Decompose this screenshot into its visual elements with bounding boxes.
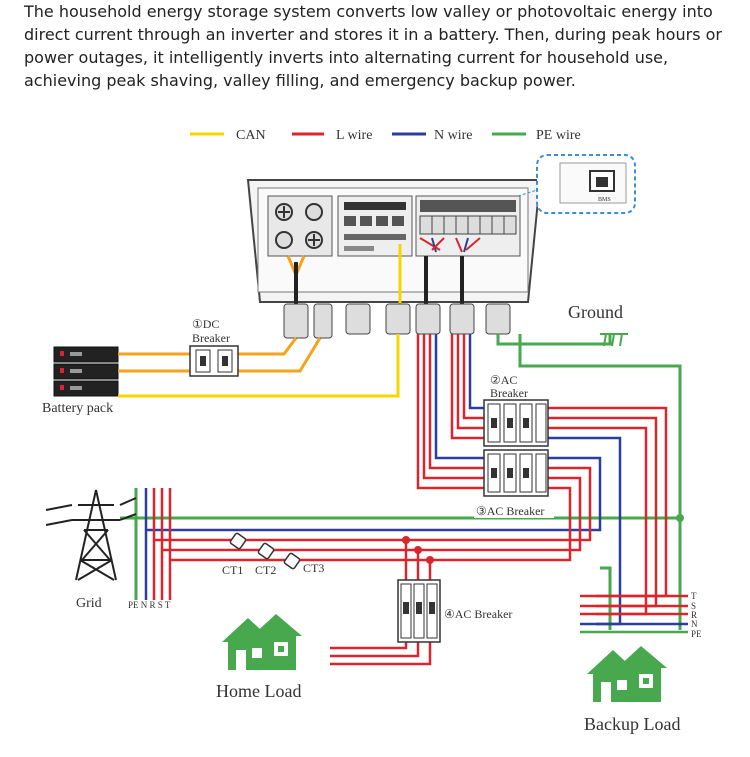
ac-breaker-2-label: ②AC [490,373,517,387]
intro-paragraph: The household energy storage system conv… [24,2,722,90]
bms-label: BMS [598,197,611,203]
ac-breaker-4-label: ④AC Breaker [444,607,512,621]
ground-label: Ground [568,302,623,322]
ct2-label: CT2 [255,563,276,577]
ac-breaker-2 [483,399,549,447]
legend-l-wire: L wire [336,128,372,143]
ac-breaker-4 [397,579,441,643]
ct-sensors [229,532,301,570]
bms-port-callout: BMS [517,154,636,214]
home-load-icon [222,614,302,670]
pe-wiring [120,334,682,630]
phase-s-label: S [691,601,696,611]
dc-breaker-label: ①DC [192,317,219,331]
transmission-tower-icon [45,489,137,581]
legend-n-wire: N wire [434,128,473,143]
battery-pack [53,346,119,397]
dc-wiring [118,334,400,398]
ac-terminal-block [415,195,521,257]
ac-breaker-2-word: Breaker [490,386,528,400]
dc-terminals [267,195,333,257]
legend: CAN L wire N wire PE wire [190,128,581,143]
backup-load-label: Backup Load [584,714,680,734]
legend-pe-wire: PE wire [536,128,581,143]
phase-n-label: N [691,619,698,629]
phase-t-label: T [691,591,697,601]
dc-breaker [189,345,239,377]
home-load-taps [330,540,432,666]
phase-r-label: R [691,610,697,620]
cable-glands [283,303,511,339]
battery-pack-label: Battery pack [42,401,113,416]
inverter [246,179,542,304]
ct1-label: CT1 [222,563,243,577]
backup-load-icon [587,646,667,702]
ac-breaker-3-label: ③AC Breaker [476,504,544,518]
grid-bus [144,488,172,600]
ac-breaker-3 [483,449,549,497]
ct3-label: CT3 [303,561,324,575]
grid-label: Grid [76,596,102,611]
legend-can: CAN [236,128,266,143]
phase-pe-label: PE [691,629,702,639]
grid-phases-label: PE N R S T [128,600,171,610]
dc-breaker-word: Breaker [192,331,230,345]
backup-bus [580,594,688,634]
home-load-label: Home Load [216,681,301,701]
